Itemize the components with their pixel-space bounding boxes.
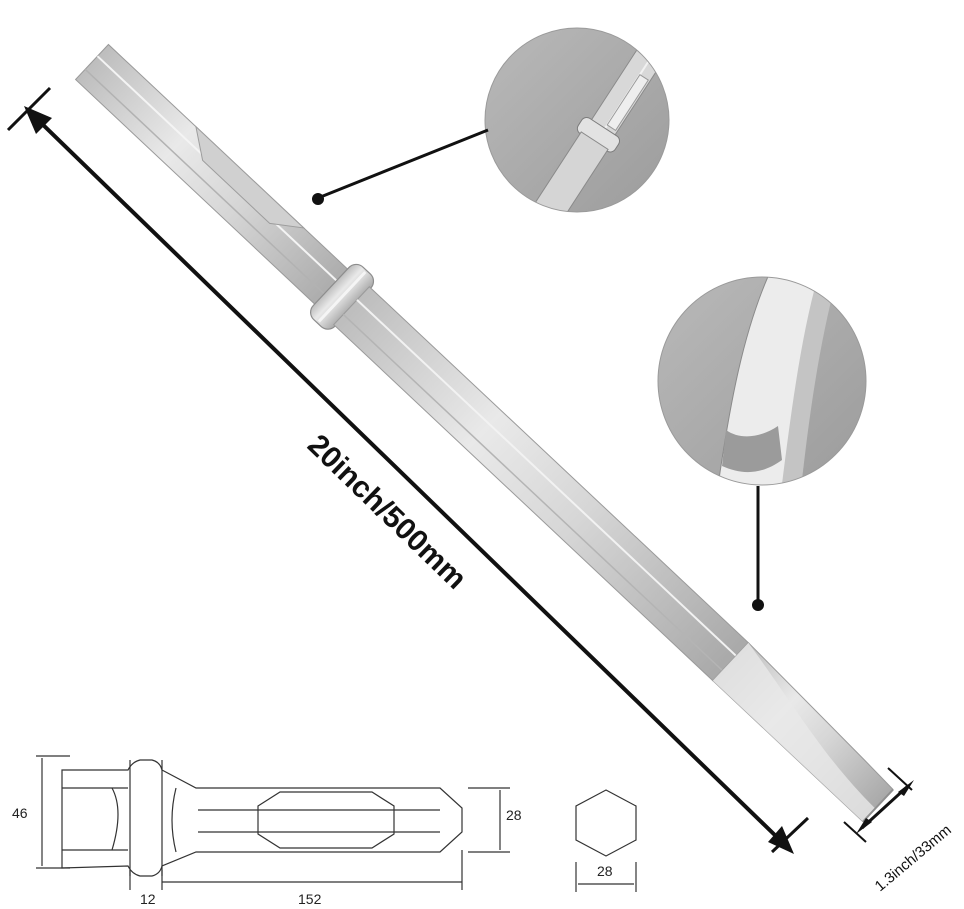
- length-label: 20inch/500mm: [301, 428, 473, 595]
- dimension-28-height: 28: [506, 807, 522, 823]
- hex-shank: [74, 43, 357, 313]
- chisel-bit: [74, 43, 894, 823]
- dimension-152: 152: [298, 891, 322, 907]
- callout-dot: [312, 193, 324, 205]
- arrow-head-end-icon: [768, 826, 794, 854]
- side-view-diagram: [36, 755, 510, 890]
- zoom-detail-edge: [657, 276, 867, 611]
- arrow-head-start-icon: [24, 106, 52, 134]
- zoom-detail-shank: [312, 27, 670, 213]
- callout-dot: [752, 599, 764, 611]
- width-label: 1.3inch/33mm: [872, 821, 955, 895]
- length-dimension: 20inch/500mm: [6, 86, 810, 854]
- dimension-28-hex: 28: [597, 863, 613, 879]
- dimension-12: 12: [140, 891, 156, 907]
- hexagon-icon: [575, 789, 637, 857]
- hex-cross-section: [575, 789, 637, 892]
- shank-flat: [195, 125, 306, 229]
- dimension-46: 46: [12, 805, 28, 821]
